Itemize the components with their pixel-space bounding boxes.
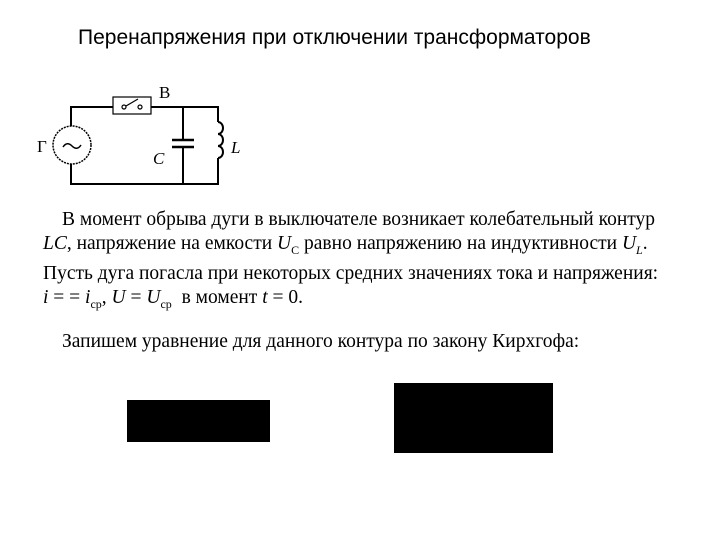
u-symbol: U — [111, 286, 126, 308]
formula-image-1 — [127, 400, 270, 442]
paragraph-line-2: LC, напряжение на емкости UC равно напря… — [43, 232, 693, 263]
ucp-subscript: ср — [160, 296, 172, 311]
generator-label: Г — [37, 137, 47, 156]
description-paragraph: В момент обрыва дуги в выключателе возни… — [43, 208, 693, 316]
slide-title: Перенапряжения при отключении трансформа… — [78, 26, 591, 49]
text: , — [101, 286, 112, 308]
text: = = — [48, 286, 86, 308]
text: . — [642, 232, 648, 254]
uc-subscript: C — [291, 242, 300, 257]
paragraph-line-1: В момент обрыва дуги в выключателе возни… — [62, 209, 656, 230]
ul-symbol: U — [621, 232, 637, 254]
inductor-label: L — [230, 138, 240, 157]
switch-box — [112, 96, 152, 115]
uc-symbol: U — [277, 232, 292, 254]
circuit-diagram: Г В C L — [37, 83, 240, 185]
icp-symbol: i — [85, 286, 91, 308]
switch-label: В — [159, 83, 170, 102]
text: в момент — [171, 286, 263, 308]
generator-circle — [52, 125, 92, 165]
t-symbol: t — [262, 286, 268, 308]
ucp-symbol: U — [146, 286, 161, 308]
lc-symbol: LC — [43, 232, 67, 254]
paragraph-line-3: Пусть дуга погасла при некоторых средних… — [43, 263, 659, 284]
text: равно напряжению на индуктивности — [299, 232, 622, 254]
icp-subscript: ср — [90, 296, 102, 311]
ul-subscript: L — [636, 242, 643, 257]
text: = 0. — [267, 286, 304, 308]
inductor-coil — [217, 121, 224, 159]
kirchhoff-intro: Запишем уравнение для данного контура по… — [62, 331, 580, 352]
paragraph-line-4: i = = iср, U = Uср в момент t = 0. — [43, 286, 693, 317]
formula-image-2 — [394, 383, 553, 453]
text: = — [125, 286, 147, 308]
text: , напряжение на емкости — [66, 232, 278, 254]
capacitor-label: C — [153, 149, 165, 168]
i-symbol: i — [43, 286, 49, 308]
